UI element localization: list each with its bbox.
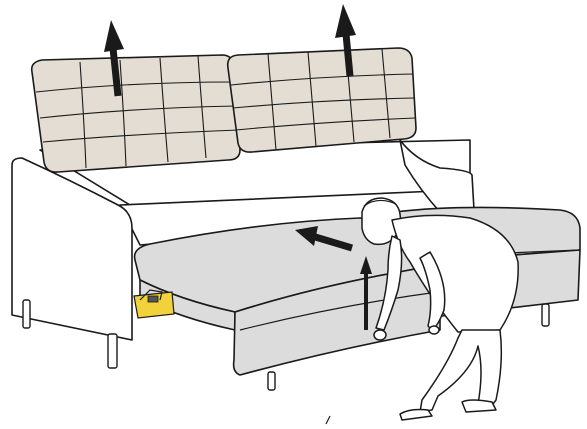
sofa-right-arm bbox=[399, 139, 475, 213]
sofa-leg-bed bbox=[267, 371, 276, 391]
arrow-up-icon-right bbox=[335, 4, 356, 77]
arrow-up-icon-bed bbox=[360, 256, 372, 330]
person-icon bbox=[361, 197, 519, 421]
arrow-up-icon-left bbox=[104, 20, 124, 97]
sofa-leg-front-center bbox=[107, 333, 118, 369]
sofa-leg-front-left bbox=[22, 299, 31, 329]
back-cushion-left bbox=[30, 54, 241, 173]
storage-bag-icon bbox=[133, 289, 175, 319]
sofa-left-arm bbox=[11, 157, 133, 341]
arrow-left-icon bbox=[295, 226, 354, 252]
sofa-leg-right bbox=[541, 303, 550, 327]
back-cushion-right bbox=[226, 47, 417, 153]
mark bbox=[325, 415, 331, 425]
